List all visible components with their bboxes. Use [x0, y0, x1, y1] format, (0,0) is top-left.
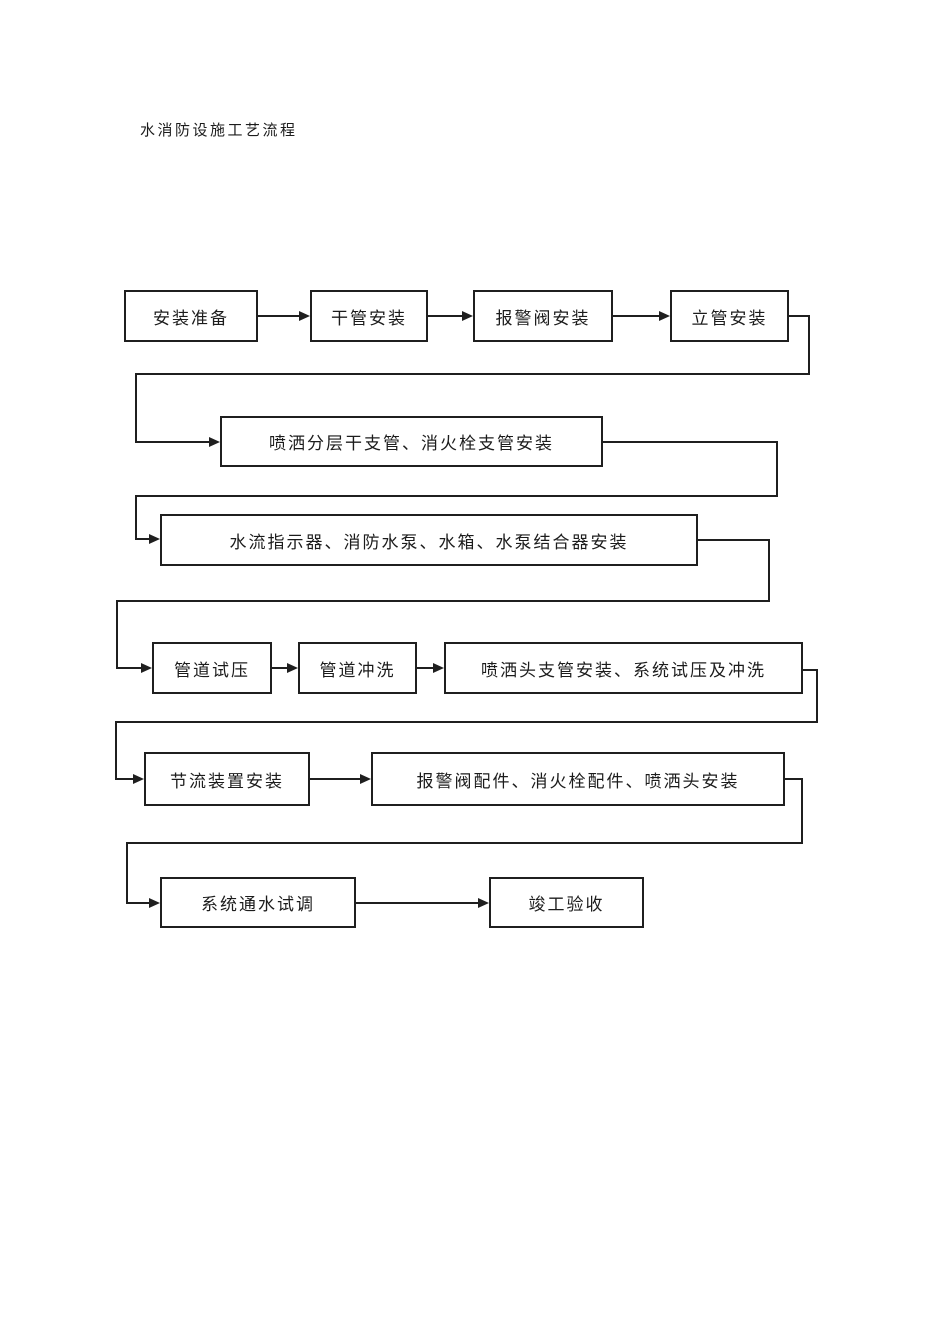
arrowhead-icon [462, 311, 473, 321]
connector-riser-to-branch-seg [789, 315, 810, 317]
arrow-flushing-to-head-branch-line [417, 667, 433, 669]
connector-headbranch-to-throttle-seg [803, 669, 818, 671]
connector-indicator-to-pressure-seg [768, 539, 770, 602]
connector-branch-to-indicator-seg [135, 538, 149, 540]
arrowhead-icon [141, 663, 152, 673]
connector-branch-to-indicator-seg [603, 441, 778, 443]
page-title: 水消防设施工艺流程 [140, 123, 298, 139]
node-flow-indicator-pump-tank-install: 水流指示器、消防水泵、水箱、水泵结合器安装 [160, 514, 698, 566]
node-label: 喷洒头支管安装、系统试压及冲洗 [481, 660, 766, 680]
arrowhead-icon [433, 663, 444, 673]
node-label: 干管安装 [331, 308, 407, 328]
connector-headbranch-to-throttle-seg [115, 778, 133, 780]
arrowhead-icon [149, 534, 160, 544]
node-throttle-device-install: 节流装置安装 [144, 752, 310, 806]
node-installation-prep: 安装准备 [124, 290, 258, 342]
node-label: 节流装置安装 [170, 771, 284, 791]
connector-indicator-to-pressure-seg [698, 539, 770, 541]
connector-headbranch-to-throttle-seg [115, 721, 818, 723]
connector-headbranch-to-throttle-seg [115, 721, 117, 779]
node-label: 安装准备 [153, 308, 229, 328]
connector-riser-to-branch-seg [808, 315, 810, 375]
arrowhead-icon [360, 774, 371, 784]
node-sprinkler-branch-install: 喷洒分层干支管、消火栓支管安装 [220, 416, 603, 467]
node-label: 管道冲洗 [319, 660, 396, 680]
node-label: 立管安装 [691, 308, 768, 328]
node-label: 竣工验收 [528, 895, 605, 914]
node-label: 喷洒分层干支管、消火栓支管安装 [269, 434, 554, 453]
node-completion-acceptance: 竣工验收 [489, 877, 644, 928]
node-alarm-valve-install: 报警阀安装 [473, 290, 613, 342]
connector-fittings-to-watertest-seg [126, 902, 149, 904]
node-pipe-pressure-test: 管道试压 [152, 642, 272, 694]
connector-fittings-to-watertest-seg [126, 842, 128, 903]
arrowhead-icon [149, 898, 160, 908]
connector-fittings-to-watertest-seg [801, 778, 803, 844]
arrowhead-icon [287, 663, 298, 673]
arrow-pressure-to-flushing-line [272, 667, 287, 669]
connector-indicator-to-pressure-seg [116, 600, 770, 602]
connector-fittings-to-watertest-seg [126, 842, 803, 844]
arrow-alarm-valve-to-riser-line [613, 315, 659, 317]
node-fittings-sprinkler-head-install: 报警阀配件、消火栓配件、喷洒头安装 [371, 752, 785, 806]
node-label: 水流指示器、消防水泵、水箱、水泵结合器安装 [229, 532, 629, 552]
connector-branch-to-indicator-seg [135, 495, 137, 540]
arrowhead-icon [299, 311, 310, 321]
node-label: 系统通水试调 [201, 895, 315, 914]
connector-indicator-to-pressure-seg [116, 600, 118, 668]
connector-fittings-to-watertest-seg [785, 778, 803, 780]
node-riser-pipe-install: 立管安装 [670, 290, 789, 342]
arrow-prep-to-main-pipe-line [258, 315, 299, 317]
arrow-main-pipe-to-alarm-valve-line [428, 315, 462, 317]
node-system-water-commission-test: 系统通水试调 [160, 877, 356, 928]
arrowhead-icon [209, 437, 220, 447]
connector-branch-to-indicator-seg [776, 441, 778, 497]
arrow-throttle-to-fittings-line [310, 778, 360, 780]
connector-branch-to-indicator-seg [135, 495, 778, 497]
arrowhead-icon [478, 898, 489, 908]
arrowhead-icon [133, 774, 144, 784]
node-label: 报警阀安装 [495, 308, 591, 328]
node-pipe-flushing: 管道冲洗 [298, 642, 417, 694]
connector-headbranch-to-throttle-seg [816, 669, 818, 723]
node-sprinkler-head-branch-install-test: 喷洒头支管安装、系统试压及冲洗 [444, 642, 803, 694]
arrow-watertest-to-acceptance-line [356, 902, 478, 904]
node-label: 报警阀配件、消火栓配件、喷洒头安装 [416, 771, 740, 791]
node-label: 管道试压 [174, 660, 250, 680]
connector-indicator-to-pressure-seg [116, 667, 141, 669]
node-main-pipe-install: 干管安装 [310, 290, 428, 342]
connector-riser-to-branch-seg [135, 373, 137, 443]
arrowhead-icon [659, 311, 670, 321]
connector-riser-to-branch-seg [135, 441, 209, 443]
connector-riser-to-branch-seg [135, 373, 810, 375]
